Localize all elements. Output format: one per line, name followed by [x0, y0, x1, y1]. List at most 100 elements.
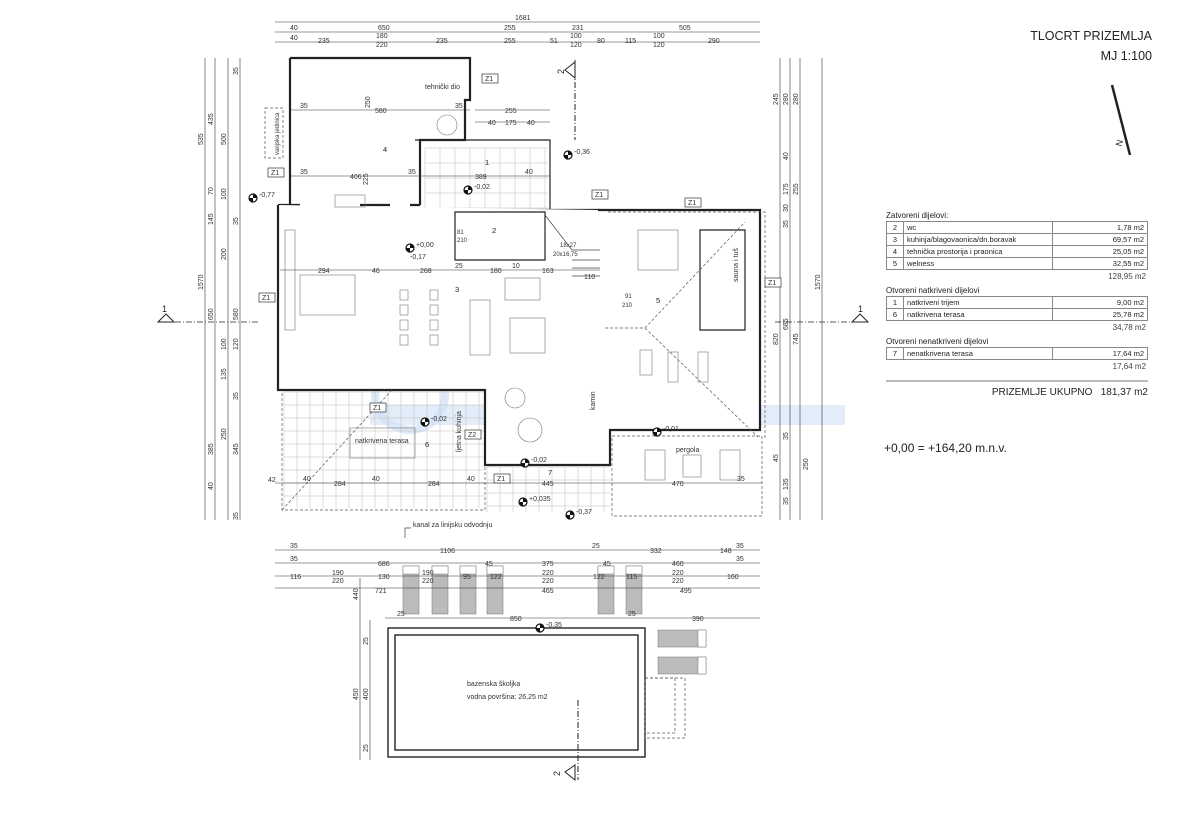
svg-text:235: 235: [436, 38, 448, 45]
section-label: 2: [552, 771, 562, 776]
svg-text:406: 406: [350, 174, 362, 181]
dimension-label: 40: [208, 482, 215, 490]
label-pool-area: vodna površina: 26,25 m2: [467, 694, 548, 701]
level-value: -0,02: [531, 457, 547, 464]
svg-text:122: 122: [490, 574, 502, 581]
wall-tag: [464, 429, 482, 440]
svg-text:225: 225: [363, 173, 370, 185]
room-label-summer-kitchen: ljetna kuhinja: [456, 411, 463, 452]
svg-text:721: 721: [375, 588, 387, 595]
room-label-fireplace: kamin: [590, 391, 597, 410]
svg-text:220: 220: [376, 42, 388, 49]
svg-text:45: 45: [485, 561, 493, 568]
svg-text:210: 210: [622, 303, 633, 309]
level-value: -0,17: [410, 254, 426, 261]
svg-text:220: 220: [422, 578, 434, 585]
label-pool: bazenska školjka: [467, 681, 520, 688]
wall-tag-label: Z1: [373, 405, 381, 412]
svg-text:130: 130: [378, 574, 390, 581]
room-name: nenatkrivena terasa: [903, 347, 1053, 360]
svg-text:284: 284: [334, 481, 346, 488]
pool: [387, 627, 686, 758]
grand-total: PRIZEMLJE UKUPNO 181,37 m2: [886, 380, 1148, 398]
svg-text:284: 284: [428, 481, 440, 488]
svg-text:110: 110: [584, 274, 595, 281]
svg-text:40: 40: [303, 476, 311, 483]
wall-tag-label: Z1: [497, 476, 505, 483]
dimension-label: 175: [783, 183, 790, 195]
svg-text:220: 220: [672, 578, 684, 585]
room-number-3: 3: [455, 285, 459, 294]
level-value: -0,02: [474, 184, 490, 191]
room-name: kuhinja/blagovaonica/dn.boravak: [903, 233, 1053, 246]
dimension-label: 580: [233, 308, 240, 320]
dimension-label: 345: [233, 443, 240, 455]
dimension-label: 685: [783, 318, 790, 330]
wall-tag: [493, 473, 511, 484]
svg-text:686: 686: [378, 561, 390, 568]
dimension-label: 1570: [815, 274, 822, 290]
dimension-label: 450: [353, 688, 360, 700]
room-number: 7: [886, 347, 904, 360]
dimension-lines: [204, 21, 823, 760]
svg-text:120: 120: [653, 42, 665, 49]
svg-text:190: 190: [422, 570, 434, 577]
dimension-label: 745: [793, 333, 800, 345]
room-number: 1: [886, 296, 904, 309]
svg-text:51: 51: [550, 38, 558, 45]
svg-text:80: 80: [597, 38, 605, 45]
svg-text:25: 25: [397, 611, 405, 618]
svg-text:220: 220: [332, 578, 344, 585]
room-number: 3: [886, 233, 904, 246]
svg-text:160: 160: [727, 574, 739, 581]
room-labels: tehnički dio 4 1 2 3 5 6 7 natkrivena te…: [264, 84, 740, 701]
dimension-label: 100: [221, 188, 228, 200]
svg-text:40: 40: [525, 169, 533, 176]
dimension-label: 1570: [198, 274, 205, 290]
covered-section-label: Otvoreni natkriveni dijelovi: [886, 286, 980, 295]
svg-text:115: 115: [626, 574, 637, 581]
svg-text:25: 25: [628, 611, 636, 618]
wall-tag-label: Z1: [262, 295, 270, 302]
svg-text:116: 116: [290, 574, 301, 581]
svg-text:332: 332: [650, 548, 662, 555]
level-value: -0,35: [546, 622, 562, 629]
svg-text:190: 190: [332, 570, 344, 577]
svg-text:35: 35: [408, 169, 416, 176]
svg-text:294: 294: [318, 268, 330, 275]
svg-text:25: 25: [592, 543, 600, 550]
svg-text:35: 35: [290, 543, 298, 550]
drawing-scale: MJ 1:100: [1100, 49, 1152, 63]
dimension-label: 30: [783, 204, 790, 212]
svg-text:220: 220: [542, 570, 554, 577]
dimension-label: 145: [208, 213, 215, 225]
room-name: welness: [903, 257, 1053, 270]
room-name: natkrivena terasa: [903, 308, 1053, 321]
dimension-label: 35: [233, 512, 240, 520]
section-label: 1: [858, 304, 863, 314]
furniture: [284, 114, 741, 481]
dimension-label: 500: [221, 133, 228, 145]
svg-text:N: N: [1114, 139, 1125, 148]
dimension-label: 35: [783, 220, 790, 228]
closed-section-label: Zatvoreni dijelovi:: [886, 211, 949, 220]
svg-text:180: 180: [376, 33, 388, 40]
dimension-label: 35: [233, 217, 240, 225]
svg-text:445: 445: [542, 481, 554, 488]
wall-tag-label: Z1: [485, 76, 493, 83]
svg-text:91: 91: [625, 294, 632, 300]
dimension-label: 440: [353, 588, 360, 600]
room-number-7: 7: [548, 468, 552, 477]
svg-text:35: 35: [300, 103, 308, 110]
